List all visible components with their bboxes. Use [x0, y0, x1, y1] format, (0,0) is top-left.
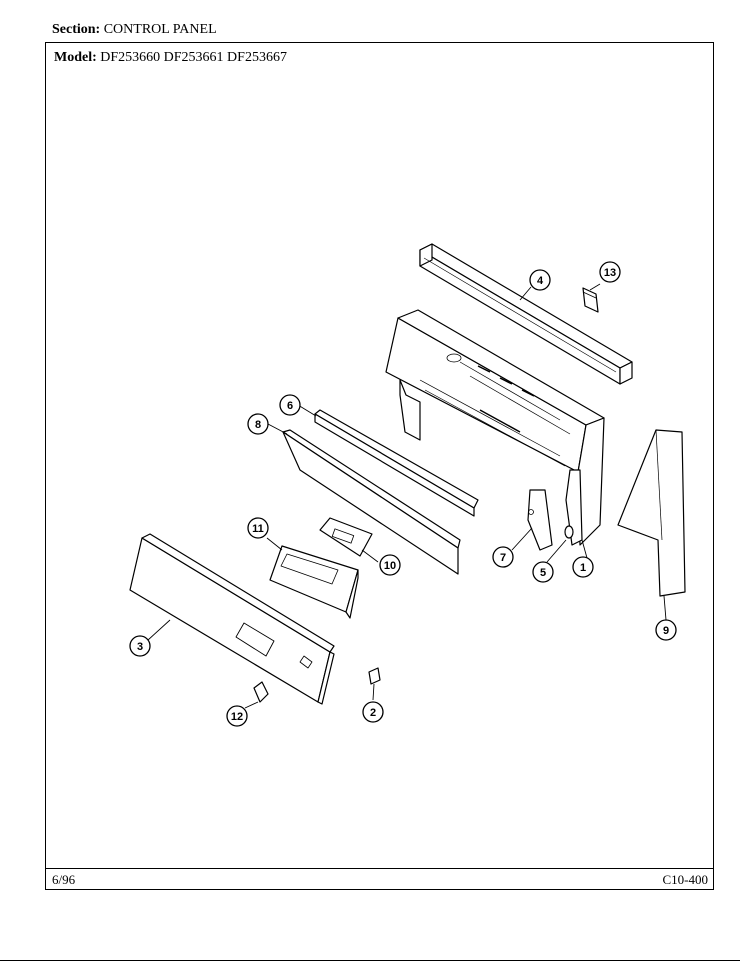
part-8-long-panel: [282, 429, 461, 575]
svg-text:7: 7: [500, 552, 506, 564]
callout-1: 1: [572, 556, 594, 578]
svg-text:12: 12: [231, 711, 243, 723]
part-4-top-rail: [419, 243, 633, 385]
part-11-display-housing: [269, 545, 359, 619]
part-9-end-cap: [617, 429, 686, 597]
part-10-display-lens: [319, 517, 373, 557]
part-3-control-panel: [129, 533, 335, 705]
callout-6: 6: [279, 394, 301, 416]
svg-text:3: 3: [137, 641, 143, 653]
leader-lines: [147, 283, 667, 709]
svg-text:8: 8: [255, 419, 261, 431]
callout-13: 13: [599, 261, 621, 283]
part-12-clip: [253, 681, 269, 703]
part-1-back-panel: [385, 309, 605, 546]
svg-text:13: 13: [604, 267, 616, 279]
callout-2: 2: [362, 701, 384, 723]
model-line: Model: DF253660 DF253661 DF253667: [54, 50, 287, 66]
callout-7: 7: [492, 546, 514, 568]
part-6-strip: [314, 409, 479, 517]
callout-5: 5: [532, 561, 554, 583]
svg-text:5: 5: [540, 567, 546, 579]
part-5-knob: [564, 525, 574, 539]
footer-page-code: C10-400: [662, 872, 709, 887]
svg-text:10: 10: [384, 560, 396, 572]
footer-separator: [45, 868, 714, 869]
callout-9: 9: [655, 619, 677, 641]
callout-4: 4: [529, 269, 551, 291]
callout-12: 12: [226, 705, 248, 727]
svg-text:11: 11: [252, 523, 264, 535]
diagram-frame: [45, 42, 714, 890]
svg-text:2: 2: [370, 707, 376, 719]
part-13-clip: [582, 287, 599, 313]
svg-text:9: 9: [663, 625, 669, 637]
callout-8: 8: [247, 413, 269, 435]
callout-3: 3: [129, 635, 151, 657]
svg-text:4: 4: [537, 275, 544, 287]
svg-text:6: 6: [287, 400, 293, 412]
callout-10: 10: [379, 554, 401, 576]
model-value: DF253660 DF253661 DF253667: [100, 50, 287, 65]
section-label: Section:: [52, 22, 101, 37]
part-7-bracket: [527, 489, 553, 551]
bottom-rule: [0, 960, 740, 961]
callout-11: 11: [247, 517, 269, 539]
section-value: CONTROL PANEL: [103, 22, 217, 37]
svg-text:1: 1: [580, 562, 586, 574]
model-label: Model:: [54, 50, 97, 65]
section-title: Section: CONTROL PANEL: [52, 22, 217, 38]
footer-date: 6/96: [52, 872, 76, 887]
part-2-switch: [368, 667, 381, 685]
